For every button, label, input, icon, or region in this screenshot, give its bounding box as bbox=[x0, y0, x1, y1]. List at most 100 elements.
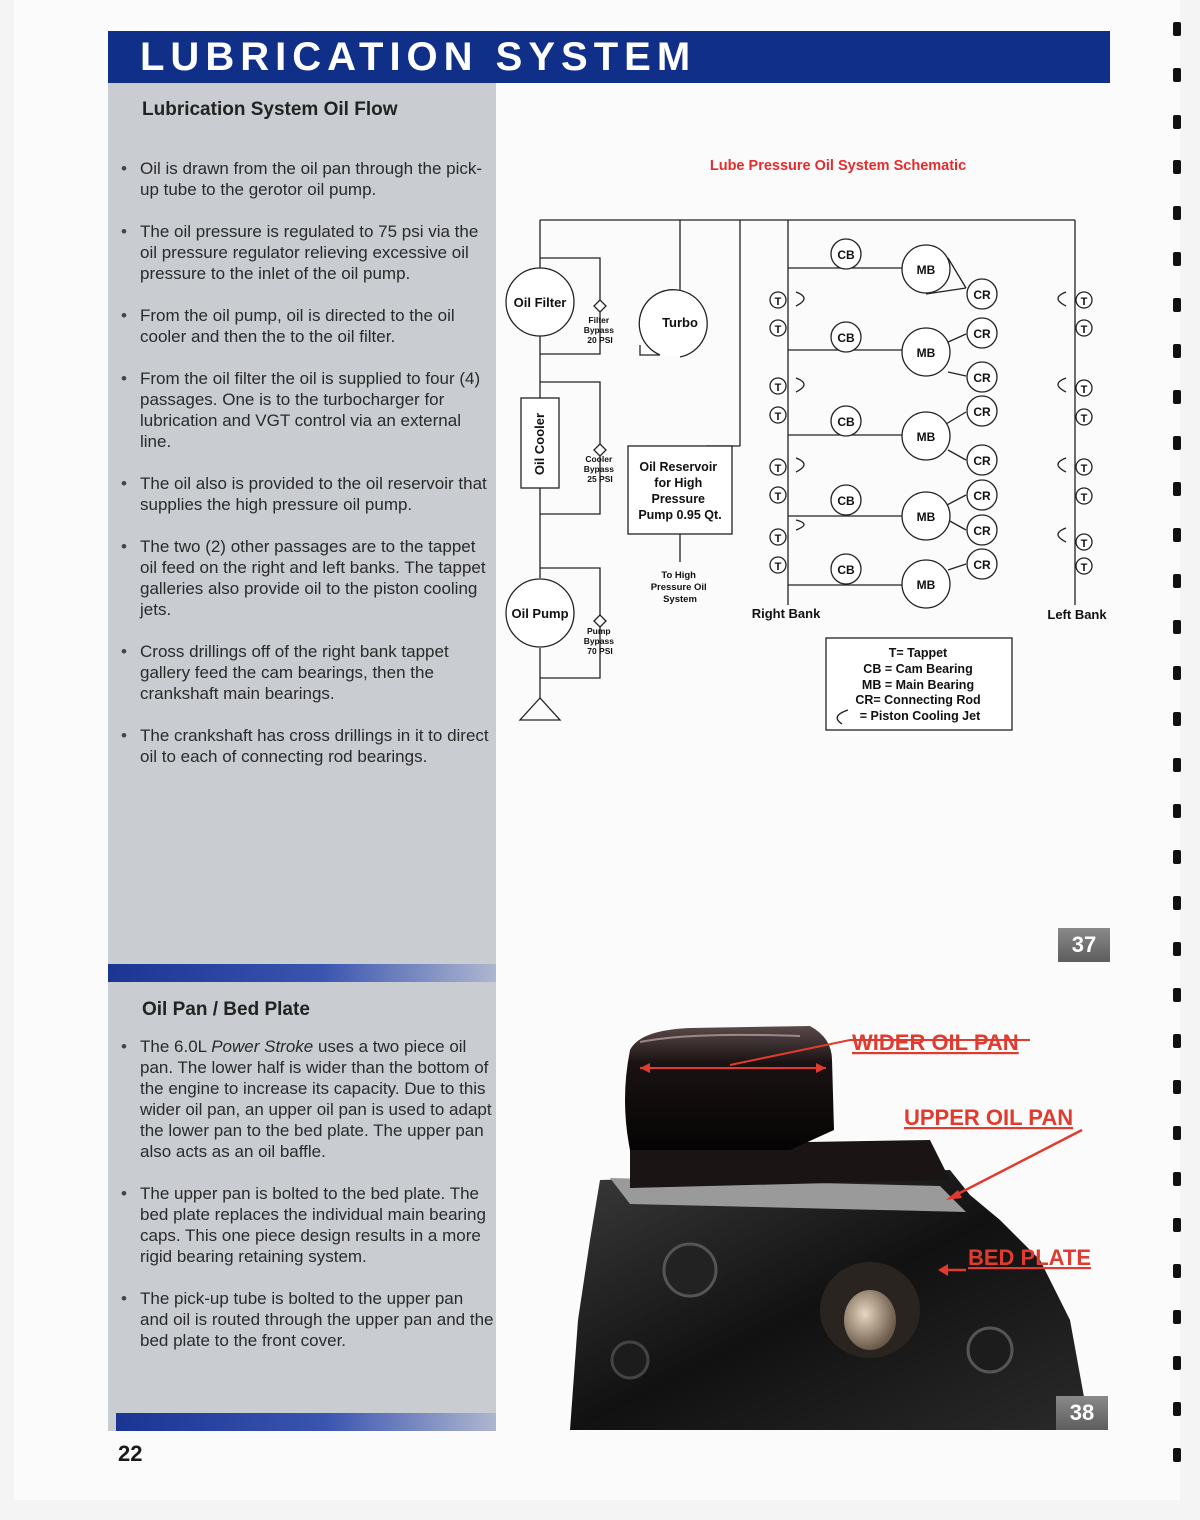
cam-bearing-label: CB bbox=[837, 563, 855, 577]
oil-pan-bullet-list: The 6.0L Power Stroke uses a two piece o… bbox=[116, 1036, 496, 1351]
piston-cooling-jet bbox=[1057, 291, 1067, 307]
bullet-item: The two (2) other passages are to the ta… bbox=[116, 536, 494, 620]
piston-cooling-jet bbox=[1057, 457, 1067, 473]
main-bearing-label: MB bbox=[917, 510, 936, 524]
tappet-label: T bbox=[1081, 562, 1088, 574]
main-bearing-label: MB bbox=[917, 430, 936, 444]
tappet-label: T bbox=[775, 296, 782, 308]
bullet-item: The oil also is provided to the oil rese… bbox=[116, 473, 494, 515]
piston-cooling-jet bbox=[795, 519, 805, 531]
tappet-label: T bbox=[775, 561, 782, 573]
filter-bypass-label: Filter Bypass 20 PSI bbox=[584, 315, 617, 345]
upper-oil-pan-label: UPPER OIL PAN bbox=[904, 1105, 1073, 1130]
piston-cooling-jet bbox=[795, 457, 805, 473]
lube-oil-schematic: Lube Pressure Oil System Schematic Oil F… bbox=[505, 158, 1107, 731]
cam-bearing-label: CB bbox=[837, 494, 855, 508]
right-bank-label: Right Bank bbox=[752, 606, 821, 621]
tappet-label: T bbox=[1081, 296, 1088, 308]
title-bar: LUBRICATION SYSTEM bbox=[108, 31, 1110, 83]
connecting-rod-label: CR bbox=[973, 454, 991, 468]
cam-bearing-label: CB bbox=[837, 248, 855, 262]
connecting-rod-label: CR bbox=[973, 371, 991, 385]
bullet-item: The crankshaft has cross drillings in it… bbox=[116, 725, 494, 767]
page-number: 22 bbox=[118, 1441, 143, 1466]
tappet-label: T bbox=[775, 533, 782, 545]
piston-cooling-jet bbox=[1057, 527, 1067, 543]
bullet-item: Oil is drawn from the oil pan through th… bbox=[116, 158, 494, 200]
bullet-item: The oil pressure is regulated to 75 psi … bbox=[116, 221, 494, 284]
oil-cooler-label: Oil Cooler bbox=[532, 413, 547, 475]
cooler-bypass-label: Cooler Bypass 25 PSI bbox=[584, 454, 617, 484]
oil-pump-label: Oil Pump bbox=[511, 606, 568, 621]
turbo-label: Turbo bbox=[662, 315, 698, 330]
left-bank-tappets: T T T T T T T T bbox=[1057, 291, 1093, 575]
tappet-label: T bbox=[775, 324, 782, 336]
connecting-rod-label: CR bbox=[973, 524, 991, 538]
right-bank-tappets: T T T T T T T T bbox=[769, 291, 805, 574]
legend-item: MB = Main Bearing bbox=[862, 678, 974, 692]
upper-pan-shape bbox=[630, 1140, 950, 1188]
pump-bypass-label: Pump Bypass 70 PSI bbox=[584, 626, 617, 656]
piston-cooling-jet bbox=[795, 377, 805, 393]
lower-pan-shape bbox=[625, 1026, 834, 1150]
section-divider-band bbox=[116, 1413, 496, 1431]
tappet-label: T bbox=[1081, 538, 1088, 550]
cam-bearing-label: CB bbox=[837, 331, 855, 345]
upper-pan-arrow bbox=[949, 1128, 1083, 1200]
legend-item: = Piston Cooling Jet bbox=[860, 709, 981, 723]
main-bearing-label: MB bbox=[917, 578, 936, 592]
slide-number-badge: 37 bbox=[1058, 928, 1110, 962]
main-bearings: MB MB MB MB MB bbox=[901, 244, 967, 609]
tappet-label: T bbox=[1081, 384, 1088, 396]
cam-bearings: CB CB CB CB CB bbox=[788, 238, 904, 586]
schematic-legend: T= Tappet CB = Cam Bearing MB = Main Bea… bbox=[825, 637, 1013, 731]
tappet-label: T bbox=[775, 491, 782, 503]
main-bearing-label: MB bbox=[917, 263, 936, 277]
legend-item: CB = Cam Bearing bbox=[863, 662, 972, 676]
tappet-label: T bbox=[1081, 492, 1088, 504]
left-bank-label: Left Bank bbox=[1047, 607, 1107, 622]
schematic-title: Lube Pressure Oil System Schematic bbox=[710, 158, 966, 174]
bullet-item: From the oil filter the oil is supplied … bbox=[116, 368, 494, 452]
bullet-item: From the oil pump, oil is directed to th… bbox=[116, 305, 494, 347]
section-divider-band bbox=[108, 964, 496, 982]
main-bearing-label: MB bbox=[917, 346, 936, 360]
to-high-pressure-label: To High Pressure Oil System bbox=[651, 570, 710, 605]
tappet-label: T bbox=[1081, 324, 1088, 336]
piston-cooling-jet-icon bbox=[836, 709, 849, 725]
bullet-text-italic: Power Stroke bbox=[211, 1037, 314, 1056]
page-title: LUBRICATION SYSTEM bbox=[140, 35, 697, 79]
bullet-text: The 6.0L bbox=[140, 1037, 212, 1056]
wider-oil-pan-label: WIDER OIL PAN bbox=[852, 1030, 1019, 1055]
oil-filter-label: Oil Filter bbox=[514, 295, 567, 310]
connecting-rod-label: CR bbox=[973, 405, 991, 419]
cam-bearing-label: CB bbox=[837, 415, 855, 429]
tappet-label: T bbox=[775, 411, 782, 423]
piston-cooling-jet bbox=[795, 291, 805, 307]
section-heading-oil-flow: Lubrication System Oil Flow bbox=[142, 99, 398, 120]
connecting-rod-label: CR bbox=[973, 288, 991, 302]
piston-cooling-jet bbox=[1057, 377, 1067, 393]
legend-item: T= Tappet bbox=[889, 646, 948, 660]
connecting-rod-label: CR bbox=[973, 327, 991, 341]
bed-plate-label: BED PLATE bbox=[968, 1245, 1091, 1270]
reservoir-label: Oil Reservoir for High Pressure Pump 0.9… bbox=[638, 460, 721, 522]
tappet-label: T bbox=[1081, 413, 1088, 425]
bullet-item: The upper pan is bolted to the bed plate… bbox=[116, 1183, 496, 1267]
bullet-item: Cross drillings off of the right bank ta… bbox=[116, 641, 494, 704]
tappet-label: T bbox=[775, 463, 782, 475]
bullet-text: uses a two piece oil pan. The lower half… bbox=[140, 1037, 492, 1161]
crankshaft-snout bbox=[844, 1290, 896, 1350]
connecting-rods: CR CR CR CR CR CR CR CR bbox=[966, 278, 998, 580]
bullet-item: The pick-up tube is bolted to the upper … bbox=[116, 1288, 496, 1351]
engine-photo: WIDER OIL PAN UPPER OIL PAN BED PLATE bbox=[570, 1026, 1091, 1430]
section-heading-oil-pan: Oil Pan / Bed Plate bbox=[142, 999, 310, 1020]
slide-number-badge: 38 bbox=[1056, 1396, 1108, 1430]
bullet-item: The 6.0L Power Stroke uses a two piece o… bbox=[116, 1036, 496, 1162]
oil-flow-bullet-list: Oil is drawn from the oil pan through th… bbox=[116, 158, 494, 767]
tappet-label: T bbox=[775, 382, 782, 394]
tappet-label: T bbox=[1081, 463, 1088, 475]
legend-item: CR= Connecting Rod bbox=[855, 693, 980, 707]
connecting-rod-label: CR bbox=[973, 558, 991, 572]
bed-plate-shape bbox=[610, 1178, 966, 1212]
